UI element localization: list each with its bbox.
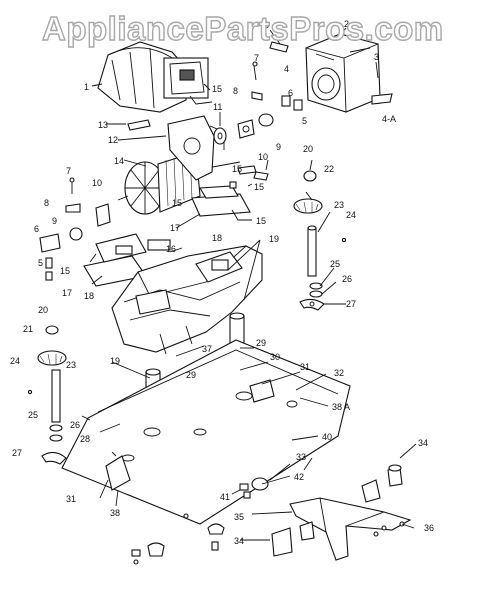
callout-4: 4 — [284, 64, 289, 74]
callout-5b: 5 — [38, 258, 43, 268]
callout-31a: 31 — [300, 362, 310, 372]
gear-stack-left — [27, 325, 67, 465]
callout-26a: 26 — [342, 274, 352, 284]
callout-10a: 10 — [258, 152, 268, 162]
callout-2: 2 — [344, 19, 349, 29]
callout-27b: 27 — [12, 448, 22, 458]
callout-15b: 15 — [232, 164, 242, 174]
callout-41: 41 — [220, 492, 230, 502]
callout-24a: 24 — [346, 210, 356, 220]
left-small-parts — [39, 177, 111, 281]
callout-6a: 6 — [288, 88, 293, 98]
callout-25a: 25 — [330, 259, 340, 269]
callout-3b: 3 — [374, 52, 379, 62]
callout-42: 42 — [294, 472, 304, 482]
callout-34a: 34 — [418, 438, 428, 448]
callout-17a: 17 — [170, 223, 180, 233]
callout-15f: 15 — [60, 266, 70, 276]
gear-case — [111, 245, 263, 355]
armature — [117, 151, 241, 215]
callout-17b: 17 — [62, 288, 72, 298]
callout-14: 14 — [114, 156, 124, 166]
callout-26b: 26 — [70, 420, 80, 430]
callout-9a: 9 — [276, 142, 281, 152]
leader-lines — [89, 27, 417, 541]
callout-30: 30 — [270, 352, 280, 362]
callout-8b: 8 — [44, 198, 49, 208]
watermark-text: AppliancePartsPros.com — [41, 9, 444, 47]
callout-34b: 34 — [234, 536, 244, 546]
callout-36: 36 — [424, 523, 434, 533]
callout-29a: 29 — [256, 338, 266, 348]
callout-12: 12 — [108, 135, 118, 145]
motor-cover — [97, 41, 213, 113]
callout-20b: 20 — [38, 305, 48, 315]
callout-38: 38 — [110, 508, 120, 518]
callout-24b: 24 — [10, 356, 20, 366]
washers — [213, 113, 274, 181]
callout-19b: 19 — [110, 356, 120, 366]
callout-21: 21 — [23, 324, 33, 334]
callout-5a: 5 — [302, 116, 307, 126]
callout-25b: 25 — [28, 410, 38, 420]
callout-16: 16 — [166, 244, 176, 254]
motor-frame — [305, 33, 381, 113]
callout-4a: 4-A — [382, 114, 396, 124]
callout-15e: 15 — [172, 198, 182, 208]
callout-labels: 1 3 2 4 3 15 7 8 6 5 4-A 11 13 12 14 10 … — [10, 19, 434, 546]
callout-11: 11 — [213, 102, 222, 112]
callout-15d: 15 — [256, 216, 266, 226]
callout-23a: 23 — [334, 200, 344, 210]
callout-32: 32 — [334, 368, 344, 378]
callout-38a: 38 A — [332, 402, 350, 412]
callout-7b: 7 — [66, 166, 71, 176]
callout-40: 40 — [322, 432, 332, 442]
base-plate — [61, 339, 351, 525]
callout-28: 28 — [80, 434, 90, 444]
bottom-small-parts — [131, 477, 269, 565]
gear-stack-right — [293, 170, 347, 311]
callout-10b: 10 — [92, 178, 102, 188]
brush-parts-top — [251, 41, 393, 111]
callout-3: 3 — [264, 20, 269, 30]
callout-33: 33 — [296, 452, 306, 462]
callout-6b: 6 — [34, 224, 39, 234]
callout-18a: 18 — [212, 233, 222, 243]
callout-23b: 23 — [66, 360, 76, 370]
callout-29b: 29 — [186, 370, 196, 380]
callout-20a: 20 — [303, 144, 313, 154]
callout-18b: 18 — [84, 291, 94, 301]
callout-1: 1 — [84, 82, 89, 92]
brush-13 — [127, 119, 151, 131]
callout-13: 13 — [98, 120, 108, 130]
callout-22: 22 — [324, 164, 334, 174]
callout-31b: 31 — [66, 494, 76, 504]
switch-plates-right — [191, 181, 251, 217]
callout-7a: 7 — [254, 53, 259, 63]
callout-19a: 19 — [269, 234, 279, 244]
callout-15a: 15 — [212, 84, 222, 94]
callout-35: 35 — [234, 512, 244, 522]
callout-37: 37 — [202, 344, 212, 354]
callout-27a: 27 — [346, 299, 356, 309]
callout-8a: 8 — [233, 86, 238, 96]
callout-15c: 15 — [254, 182, 264, 192]
cross-mount — [271, 464, 412, 561]
callout-9b: 9 — [52, 216, 57, 226]
